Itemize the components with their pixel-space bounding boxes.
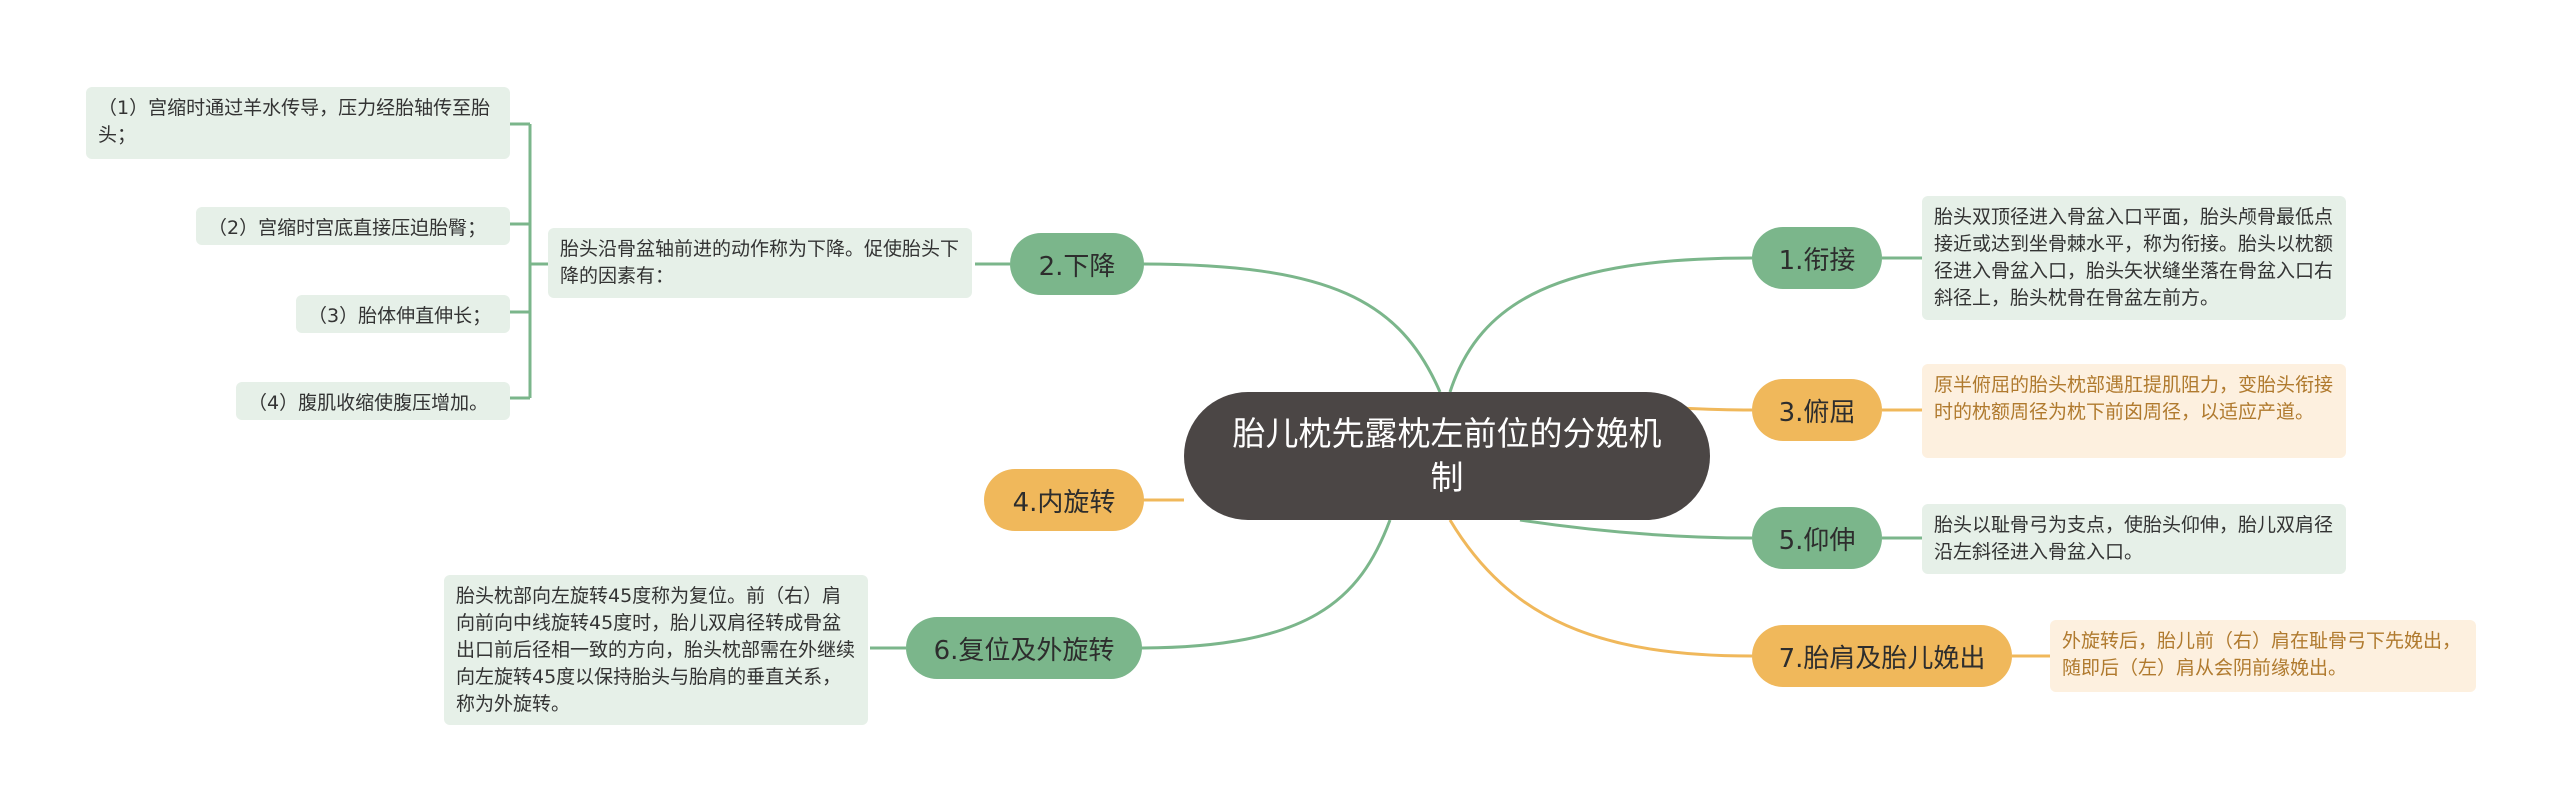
branch-6[interactable]: 6.复位及外旋转 <box>906 617 1142 679</box>
branch-1[interactable]: 1.衔接 <box>1752 227 1882 289</box>
edge-center-b6 <box>1137 519 1392 650</box>
note-branch-2: 胎头沿骨盆轴前进的动作称为下降。促使胎头下降的因素有： <box>548 228 972 298</box>
branch-3[interactable]: 3.俯屈 <box>1752 379 1882 441</box>
note-branch-7: 外旋转后，胎儿前（右）肩在耻骨弓下先娩出，随即后（左）肩从会阴前缘娩出。 <box>2050 620 2476 692</box>
note-branch-3: 原半俯屈的胎头枕部遇肛提肌阻力，变胎头衔接时的枕额周径为枕下前囟周径，以适应产道… <box>1922 364 2346 458</box>
edge-center-b3 <box>1679 406 1753 412</box>
branch-7[interactable]: 7.胎肩及胎儿娩出 <box>1752 625 2012 687</box>
edge-center-b5 <box>1519 518 1753 540</box>
note-branch-6: 胎头枕部向左旋转45度称为复位。前（右）肩向前向中线旋转45度时，胎儿双肩径转成… <box>444 575 868 725</box>
subnote-2-3: （3）胎体伸直伸长； <box>296 295 510 333</box>
edge-center-b7 <box>1448 519 1753 658</box>
note-branch-1: 胎头双顶径进入骨盆入口平面，胎头颅骨最低点接近或达到坐骨棘水平，称为衔接。胎头以… <box>1922 196 2346 320</box>
edge-center-b2 <box>1139 262 1442 393</box>
note-branch-5: 胎头以耻骨弓为支点，使胎头仰伸，胎儿双肩径沿左斜径进入骨盆入口。 <box>1922 504 2346 574</box>
branch-2[interactable]: 2.下降 <box>1010 233 1144 295</box>
edge-b2-bracket <box>510 122 548 400</box>
subnote-2-1: （1）宫缩时通过羊水传导，压力经胎轴传至胎头； <box>86 87 510 159</box>
subnote-2-2: （2）宫缩时宫底直接压迫胎臀； <box>196 207 510 245</box>
subnote-2-4: （4）腹肌收缩使腹压增加。 <box>236 382 510 420</box>
edge-center-b1 <box>1448 256 1753 393</box>
branch-5[interactable]: 5.仰伸 <box>1752 507 1882 569</box>
central-topic[interactable]: 胎儿枕先露枕左前位的分娩机制 <box>1184 392 1710 520</box>
branch-4[interactable]: 4.内旋转 <box>984 469 1144 531</box>
